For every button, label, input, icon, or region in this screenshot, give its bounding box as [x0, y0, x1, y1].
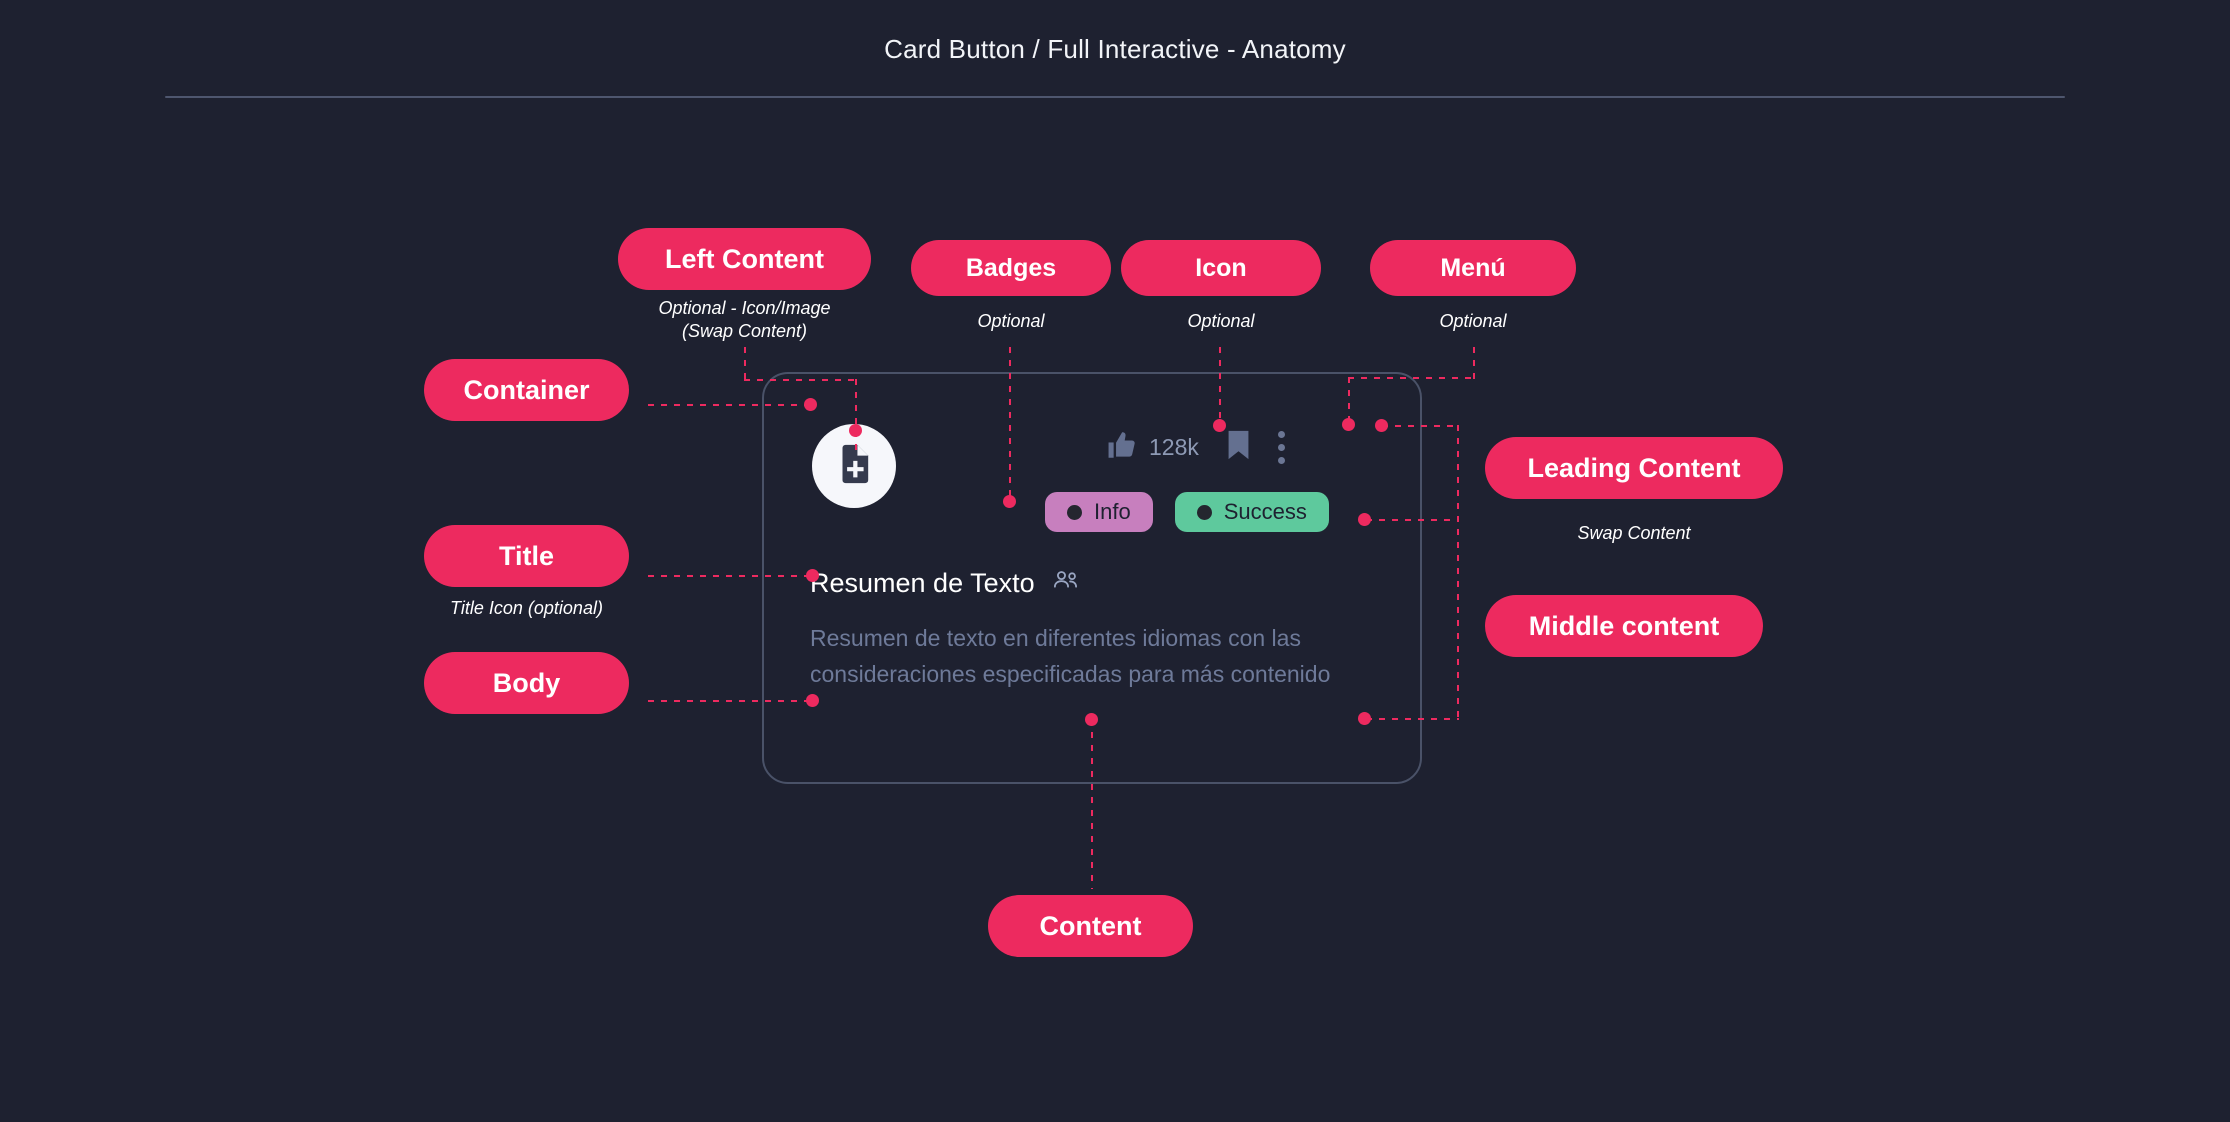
bookmark-icon[interactable]	[1225, 428, 1252, 467]
connector-badges-v	[1009, 347, 1011, 502]
header-divider	[165, 96, 2065, 98]
annotation-container[interactable]: Container	[424, 359, 629, 421]
annotation-title-sub: Title Icon (optional)	[450, 598, 603, 618]
like-button[interactable]: 128k	[1105, 428, 1199, 467]
connector-dot-menu	[1342, 418, 1355, 431]
connector-left-content-h	[744, 379, 856, 381]
badge-info[interactable]: Info	[1045, 492, 1153, 532]
card-title-text: Resumen de Texto	[810, 568, 1035, 598]
connector-container-h	[648, 404, 808, 406]
annotation-leading-content-sub: Swap Content	[1577, 523, 1691, 543]
card-body-text: Resumen de texto en diferentes idiomas c…	[810, 625, 1331, 687]
connector-dot-left-content	[849, 424, 862, 437]
badge-dot-icon	[1067, 504, 1082, 520]
annotation-icon-sub: Optional	[1187, 311, 1255, 331]
like-count: 128k	[1149, 434, 1199, 460]
connector-menu-v1	[1473, 347, 1475, 379]
annotation-icon[interactable]: Icon	[1121, 240, 1321, 296]
annotation-left-content[interactable]: Left Content	[618, 228, 871, 290]
connector-left-content-v2	[855, 379, 857, 451]
connector-dot-icon	[1213, 419, 1226, 432]
people-group-icon	[1052, 568, 1081, 599]
annotation-middle-content[interactable]: Middle content	[1485, 595, 1763, 657]
page-title: Card Button / Full Interactive - Anatomy	[884, 34, 1346, 64]
annotation-content[interactable]: Content	[988, 895, 1193, 957]
badge-success[interactable]: Success	[1174, 492, 1329, 532]
card-badge-row: Info Success	[1045, 492, 1329, 532]
badge-dot-icon	[1196, 504, 1212, 520]
annotation-title[interactable]: Title	[424, 525, 629, 587]
connector-menu-h	[1348, 377, 1475, 379]
annotation-badges-sub: Optional	[977, 311, 1045, 331]
connector-content-v	[1091, 719, 1093, 889]
badge-label: Success	[1223, 499, 1307, 524]
badge-label: Info	[1094, 499, 1131, 524]
connector-leading-h1	[1382, 425, 1458, 427]
connector-left-content-v1	[744, 347, 746, 381]
connector-dot-badges	[1003, 495, 1016, 508]
document-add-icon	[831, 441, 877, 492]
annotation-menu-sub: Optional	[1439, 311, 1507, 331]
connector-body-h	[648, 700, 813, 702]
connector-dot-success	[1358, 513, 1371, 526]
connector-icon-v	[1219, 347, 1221, 425]
connector-title-h	[648, 575, 813, 577]
thumbs-up-icon	[1105, 428, 1139, 467]
connector-dot-middle	[1358, 712, 1371, 725]
more-vertical-icon[interactable]	[1277, 431, 1285, 464]
annotation-body[interactable]: Body	[424, 652, 629, 714]
annotation-menu[interactable]: Menú	[1370, 240, 1576, 296]
connector-leading-h2	[1366, 519, 1459, 521]
card-action-row: 128k	[1105, 428, 1285, 467]
connector-dot-leading-top	[1375, 419, 1388, 432]
connector-menu-v2	[1348, 377, 1350, 424]
annotation-leading-content[interactable]: Leading Content	[1485, 437, 1783, 499]
annotation-badges[interactable]: Badges	[911, 240, 1111, 296]
connector-dot-container	[804, 398, 817, 411]
connector-dot-title	[806, 569, 819, 582]
connector-middle-h	[1366, 718, 1459, 720]
card-title-row: Resumen de Texto	[810, 568, 1081, 599]
connector-leading-v	[1457, 425, 1459, 722]
annotation-left-content-sub: Optional - Icon/Image (Swap Content)	[658, 298, 831, 341]
left-content-avatar[interactable]	[812, 424, 896, 508]
connector-dot-body	[806, 694, 819, 707]
